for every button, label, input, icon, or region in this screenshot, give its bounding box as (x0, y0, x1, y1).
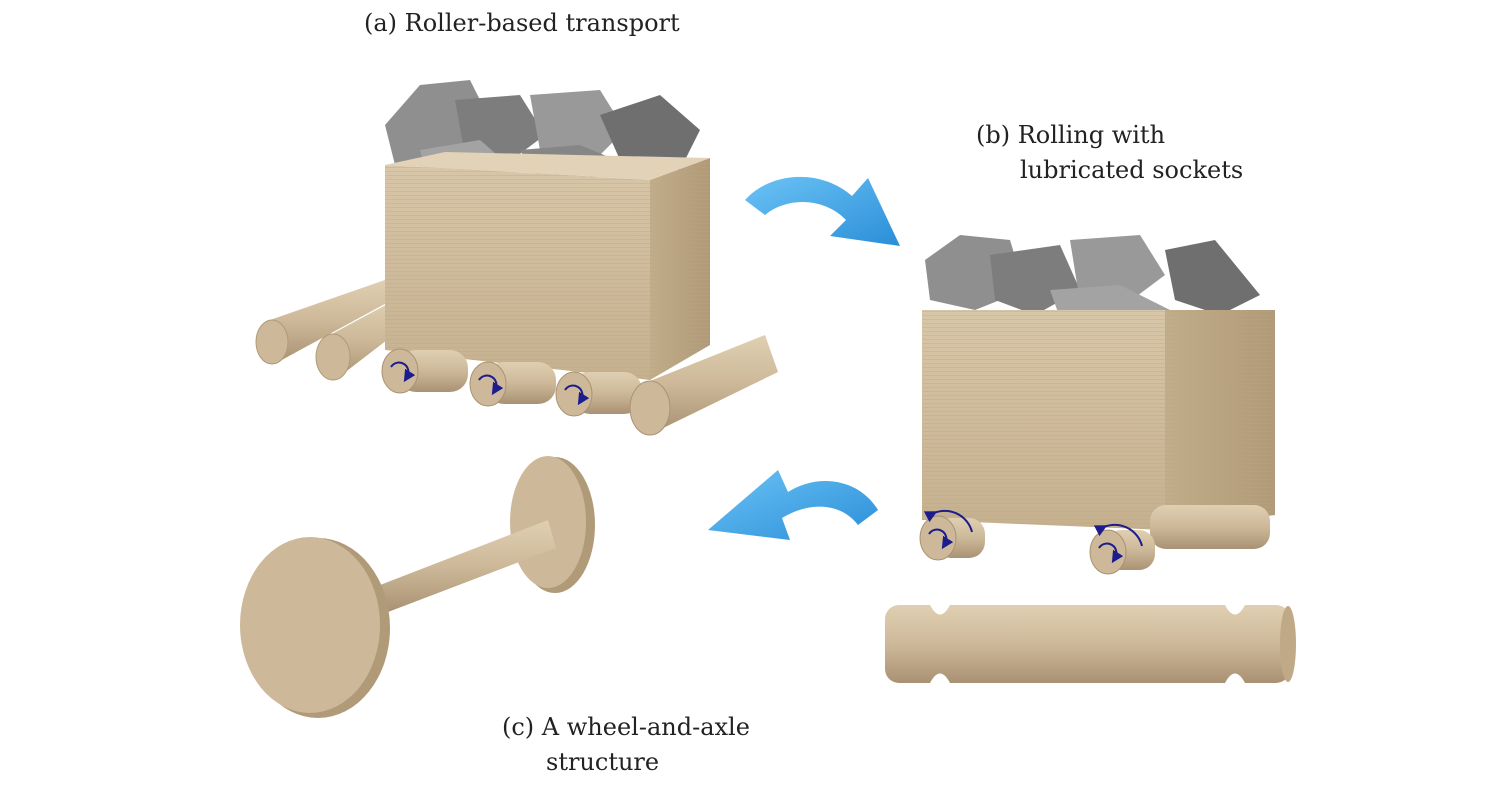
cart-a (255, 80, 778, 436)
caption-b-line1: (b) Rolling with (976, 121, 1166, 149)
cart-b (885, 235, 1296, 683)
caption-roller-transport: (a) Roller-based transport (364, 6, 680, 41)
roller-a-back-2 (315, 300, 400, 381)
arrow-a-to-b (745, 176, 900, 246)
roller-a-front-right (629, 335, 778, 436)
wheel-front (240, 537, 390, 718)
socketed-roller (885, 605, 1296, 683)
roller-b-2 (1089, 523, 1155, 575)
box-b (922, 310, 1275, 530)
caption-c-line2: structure (546, 747, 660, 776)
roller-b-back (1150, 505, 1270, 549)
arrow-b-to-c (708, 470, 878, 540)
roller-b-1 (919, 509, 985, 561)
roller-a-3 (555, 371, 642, 417)
axle (380, 520, 556, 612)
roller-a-1 (381, 348, 468, 394)
caption-rolling-sockets: (b) Rolling with lubricated sockets (976, 118, 1243, 188)
roller-a-back-1 (255, 280, 392, 365)
caption-c-line1: (c) A wheel-and-axle (502, 713, 750, 741)
box-a (385, 152, 710, 380)
rocks-b (925, 235, 1260, 318)
wheel-and-axle (240, 456, 595, 718)
wheel-back (510, 456, 595, 593)
caption-a-text: (a) Roller-based transport (364, 9, 680, 37)
caption-b-line2: lubricated sockets (1020, 155, 1244, 184)
caption-wheel-axle: (c) A wheel-and-axle structure (502, 710, 750, 780)
roller-a-2 (469, 361, 556, 407)
